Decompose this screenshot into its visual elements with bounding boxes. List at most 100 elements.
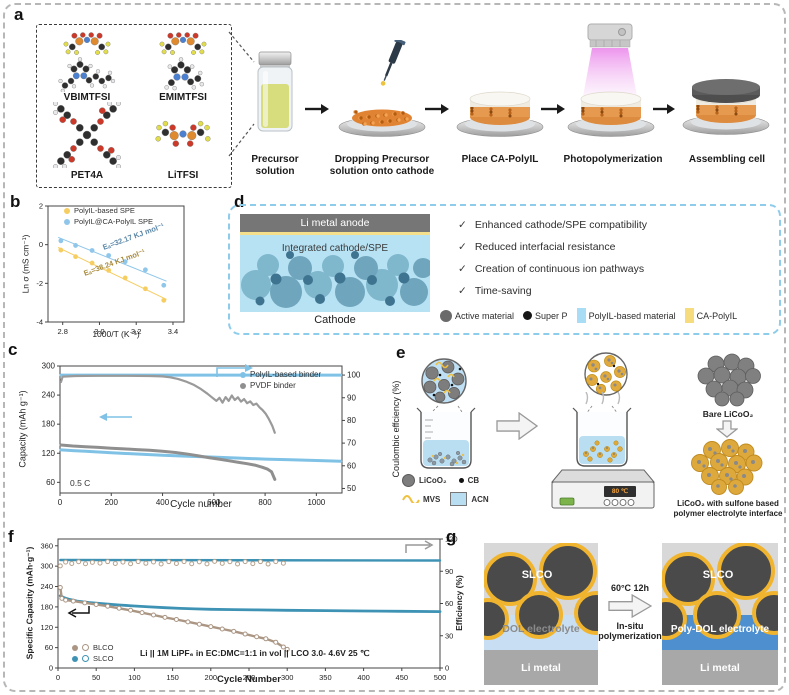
panel-e-label: e — [396, 343, 406, 362]
integrated-cathode-layer: Integrated cathode/SPE — [240, 235, 433, 312]
chart-f-series-3 — [57, 585, 290, 652]
poly-dol-electrolyte-label: Poly-DOL electrolyte — [670, 624, 770, 635]
chart-f-series-1 — [57, 558, 286, 569]
step-caption: Assembling cell — [688, 154, 766, 165]
coated-licoo2-cluster-icon — [691, 439, 763, 495]
molecule-name: LiTFSI — [167, 170, 199, 181]
right-axis-arrow-icon — [216, 364, 253, 377]
li-metal-label: Li metal — [700, 662, 740, 674]
chart-b-ylabel: Ln σ (mS cm⁻¹) — [20, 234, 31, 294]
legend-label: BLCO — [93, 643, 114, 652]
svg-text:250: 250 — [243, 673, 256, 682]
step-caption: Precursor solution — [251, 154, 299, 177]
process-arrow-icon — [496, 411, 539, 445]
legend-swatch — [684, 308, 694, 323]
svg-text:350: 350 — [319, 673, 332, 682]
chart-c-series-1 — [59, 374, 276, 434]
svg-text:60: 60 — [46, 478, 55, 487]
svg-text:-4: -4 — [36, 318, 43, 327]
svg-text:120: 120 — [445, 535, 458, 544]
svg-text:3.0: 3.0 — [94, 327, 104, 336]
chart-b-series-0 — [57, 247, 167, 303]
legend-swatch — [440, 309, 452, 322]
chart-c-xlabel: Cycle number — [170, 499, 232, 510]
chart-b-series-1 — [57, 236, 167, 288]
svg-text:240: 240 — [42, 391, 56, 400]
photopolymerization-dish-icon — [563, 74, 659, 143]
panel-c-label: c — [8, 340, 18, 359]
checklist-item: ✓Time-saving — [458, 285, 532, 297]
svg-text:60: 60 — [445, 599, 453, 608]
svg-text:240: 240 — [40, 582, 53, 591]
svg-text:200: 200 — [205, 673, 218, 682]
svg-text:180: 180 — [40, 602, 53, 611]
svg-text:3.4: 3.4 — [168, 327, 178, 336]
svg-text:50: 50 — [92, 673, 100, 682]
legend-label: PVDF binder — [250, 381, 296, 390]
svg-text:180: 180 — [42, 420, 56, 429]
legend-label: Super P — [535, 310, 568, 321]
svg-text:2.8: 2.8 — [57, 327, 67, 336]
molecule-name: EMIMTFSI — [159, 92, 207, 103]
legend-label: PolyIL-based binder — [250, 370, 322, 379]
panel-f-label: f — [8, 527, 14, 546]
legend-label: PolyIL-based material — [588, 310, 676, 321]
svg-text:50: 50 — [347, 484, 356, 493]
svg-text:400: 400 — [357, 673, 370, 682]
polymerization-condition-label: 60°C 12h — [610, 583, 650, 593]
coated-inset-icon — [584, 352, 628, 396]
chart-f-ylabel-left: Specific Capacity (mAh·g⁻¹) — [24, 546, 35, 660]
legend-label: Active material — [455, 310, 515, 321]
heated-beaker-icon — [572, 392, 632, 467]
svg-text:120: 120 — [40, 623, 53, 632]
svg-text:3.2: 3.2 — [131, 327, 141, 336]
f-cell-annotation: Li || 1M LiPF₆ in EC:DMC=1:1 in vol || L… — [140, 648, 370, 658]
chart-b-xlabel: 1000/T (K⁻¹) — [92, 329, 140, 339]
step-caption: Dropping Precursor solution onto cathode — [329, 154, 435, 177]
ca-polyil-dish-icon — [452, 74, 548, 143]
integrated-cathode-label: Integrated cathode/SPE — [281, 243, 389, 254]
precursor-vial-icon — [257, 51, 293, 132]
cathode-dish-icon — [334, 74, 430, 143]
check-icon: ✓ — [458, 263, 467, 275]
legend-label: CA-PolyIL — [696, 310, 738, 321]
molecule-vbimtfsi-icon — [40, 26, 134, 97]
checklist-item: ✓Creation of continuous ion pathways — [458, 263, 645, 275]
flow-arrow-icon — [652, 102, 676, 120]
step-caption: Place CA-PolyIL — [461, 154, 539, 165]
cathode-label: Cathode — [314, 314, 356, 326]
dol-electrolyte-label: DOL electrolyte — [502, 623, 580, 635]
flow-arrow-icon — [304, 102, 330, 120]
molecule-emimtfsi-icon — [136, 26, 230, 97]
svg-text:600: 600 — [207, 498, 221, 507]
svg-text:300: 300 — [40, 562, 53, 571]
chart-f-series-0 — [59, 558, 442, 562]
chart-c-series-2 — [59, 448, 343, 463]
molecule-box — [36, 24, 232, 188]
legend-label: CB — [467, 476, 480, 485]
beaker-icon — [416, 405, 476, 469]
legend-label: SLCO — [93, 654, 114, 663]
chart-f-ylabel-right: Efficiency (%) — [454, 575, 464, 631]
left-axis-arrow-icon — [67, 606, 90, 618]
svg-text:60: 60 — [45, 643, 53, 652]
poly-dol-electrolyte-stack — [662, 543, 778, 685]
svg-text:-2: -2 — [36, 279, 43, 288]
chart-f-xlabel: Cycle Number — [217, 674, 281, 685]
ca-polyil-layer — [240, 232, 430, 235]
svg-text:400: 400 — [156, 498, 170, 507]
svg-text:30: 30 — [445, 631, 453, 640]
svg-text:70: 70 — [347, 439, 356, 448]
svg-text:0: 0 — [445, 664, 449, 673]
gray-circle-icon — [402, 474, 415, 487]
li-metal-label: Li metal — [521, 662, 561, 674]
black-dot-icon — [458, 478, 464, 483]
chart-c-ylabel-right: Coulombic effciency (%) — [391, 380, 401, 478]
legend-label: MVS — [423, 494, 441, 504]
